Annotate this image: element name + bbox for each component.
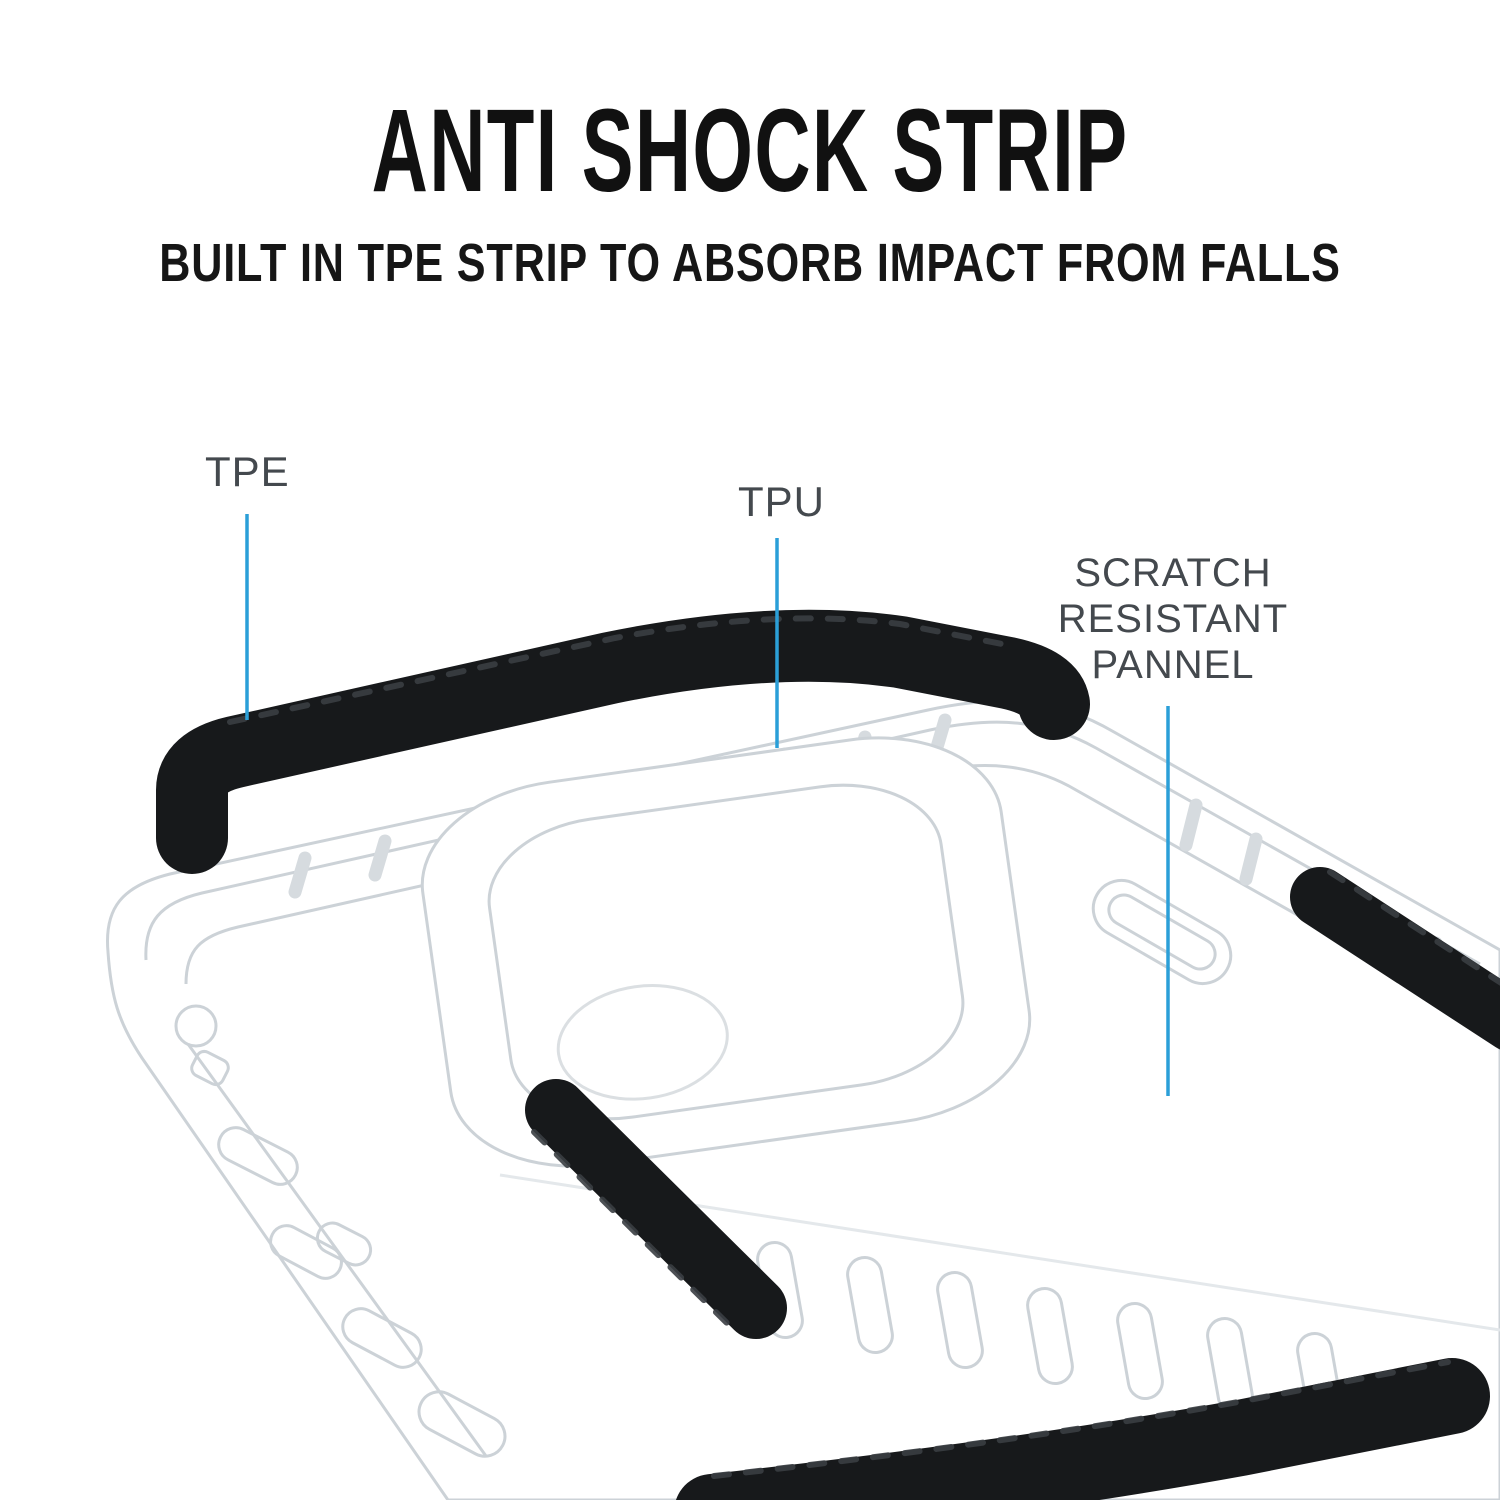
scratch-label-line1: SCRATCH <box>1074 551 1272 595</box>
camera-cutout <box>410 721 1042 1184</box>
leader-lines <box>245 514 1170 1096</box>
tpe-strip-right-rail <box>1290 867 1500 1050</box>
tpe-strip-top-rail <box>156 609 1090 874</box>
page-subtitle: BUILT IN TPE STRIP TO ABSORB IMPACT FROM… <box>159 233 1341 293</box>
page-title: ANTI SHOCK STRIP <box>371 85 1129 217</box>
strip-ripple-texture <box>227 615 1500 1479</box>
clear-case <box>105 699 1500 1500</box>
tpe-label: TPE <box>205 448 290 495</box>
scratch-label-line2: RESISTANT <box>1057 597 1289 641</box>
tpu-label: TPU <box>738 478 825 525</box>
scratch-resistant-panel-label: SCRATCH RESISTANT PANNEL <box>1023 550 1323 688</box>
tpe-strip-bottom-rail <box>676 1358 1490 1500</box>
side-buttons <box>174 1004 373 1267</box>
shock-strips <box>156 609 1500 1500</box>
scratch-label-line3: PANNEL <box>1091 643 1255 687</box>
tpe-strip-middle-rail <box>525 1079 787 1339</box>
port-cutouts <box>269 1224 507 1458</box>
